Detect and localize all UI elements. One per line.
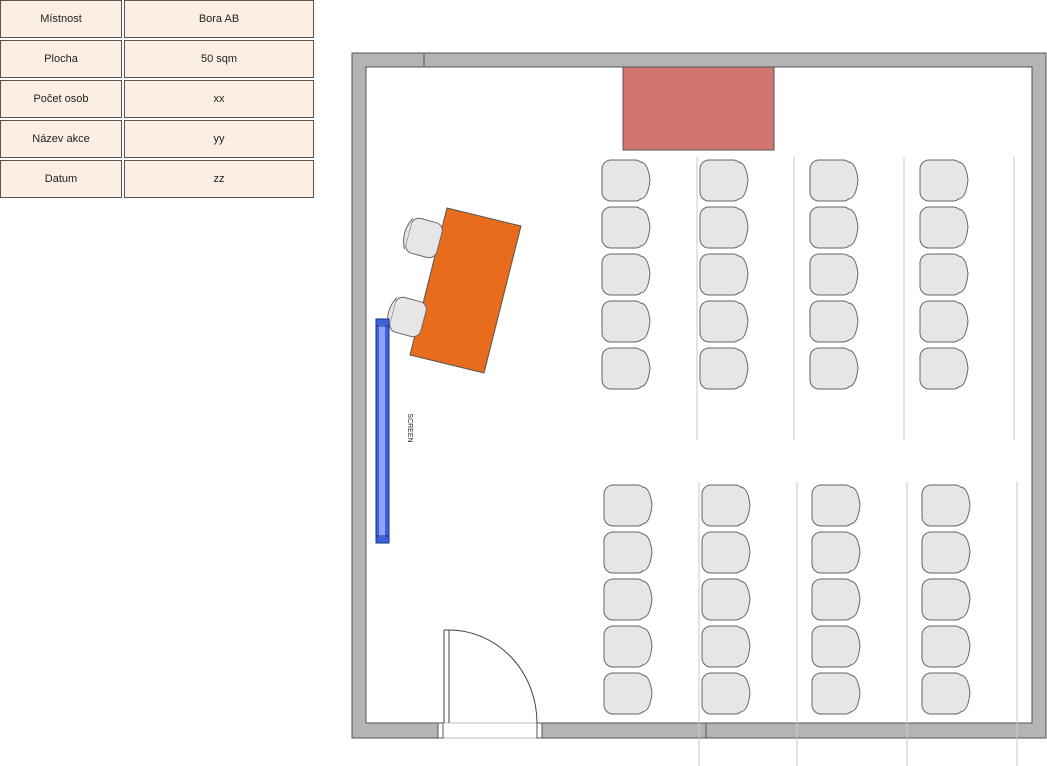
room-walls <box>351 52 1047 739</box>
audience-chair <box>601 300 651 343</box>
desk-chair <box>387 296 427 338</box>
audience-chair <box>809 300 859 343</box>
value-persons: xx <box>124 80 314 118</box>
audience-chair <box>603 672 653 715</box>
audience-chair <box>921 578 971 621</box>
audience-chair <box>919 347 969 390</box>
label-persons: Počet osob <box>0 80 122 118</box>
audience-chair <box>603 531 653 574</box>
audience-chair <box>919 159 969 202</box>
audience-seating <box>601 159 971 715</box>
audience-chair <box>601 159 651 202</box>
audience-chair <box>699 159 749 202</box>
audience-chair <box>601 206 651 249</box>
audience-chair <box>811 578 861 621</box>
audience-chair <box>699 347 749 390</box>
audience-chair <box>921 625 971 668</box>
audience-chair <box>809 159 859 202</box>
audience-chair <box>921 484 971 527</box>
audience-chair <box>601 253 651 296</box>
audience-chair <box>809 206 859 249</box>
audience-chair <box>811 625 861 668</box>
audience-chair <box>809 347 859 390</box>
audience-chair <box>603 625 653 668</box>
desk-chair <box>403 217 443 259</box>
audience-chair <box>601 347 651 390</box>
label-area: Plocha <box>0 40 122 78</box>
audience-chair <box>811 531 861 574</box>
audience-chair <box>701 672 751 715</box>
audience-chair <box>603 484 653 527</box>
audience-chair <box>919 300 969 343</box>
audience-chair <box>701 484 751 527</box>
audience-chair <box>603 578 653 621</box>
audience-chair <box>811 484 861 527</box>
label-date: Datum <box>0 160 122 198</box>
audience-chair <box>699 253 749 296</box>
door <box>437 629 543 739</box>
label-room: Místnost <box>0 0 122 38</box>
head-table <box>622 66 775 151</box>
audience-chair <box>699 206 749 249</box>
audience-chair <box>919 206 969 249</box>
audience-chair <box>919 253 969 296</box>
audience-chair <box>809 253 859 296</box>
audience-chair <box>701 625 751 668</box>
value-room: Bora AB <box>124 0 314 38</box>
screen-label: SCREEN <box>406 413 413 442</box>
audience-chair <box>699 300 749 343</box>
label-event-name: Název akce <box>0 120 122 158</box>
wall <box>351 52 1047 739</box>
value-event-name: yy <box>124 120 314 158</box>
projection-screen <box>375 318 390 544</box>
audience-chair <box>701 531 751 574</box>
audience-chair <box>811 672 861 715</box>
audience-chair <box>701 578 751 621</box>
audience-chair <box>921 531 971 574</box>
audience-chair <box>921 672 971 715</box>
value-date: zz <box>124 160 314 198</box>
aisle-lines <box>696 157 1018 766</box>
value-area: 50 sqm <box>124 40 314 78</box>
